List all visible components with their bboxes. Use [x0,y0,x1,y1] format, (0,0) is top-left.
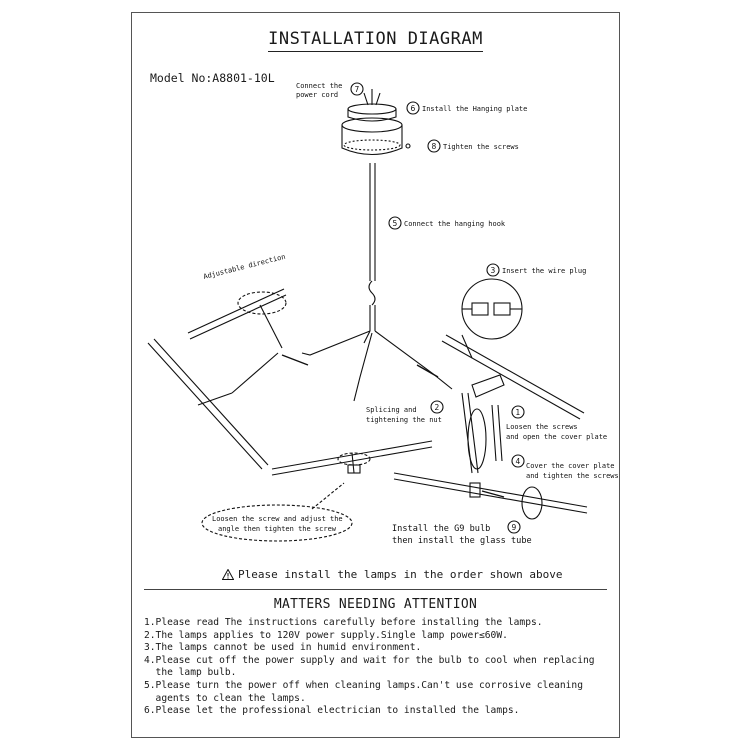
lamp-body [301,330,453,402]
note-line: the lamp bulb. [144,667,237,679]
note-line: 6.Please let the professional electricia… [144,705,520,717]
step-7-number: 7 [355,85,360,94]
hanging-rod [368,163,376,331]
note-line: 5.Please turn the power off when cleanin… [144,679,583,691]
note-line: 2.The lamps applies to 120V power supply… [144,629,508,641]
install-order-warning: Please install the lamps in the order sh… [222,568,563,581]
step-8-number: 8 [432,142,437,151]
instruction-sheet: INSTALLATION DIAGRAM Model No:A8801-10L [131,12,620,738]
step-7-label-line2: power cord [296,91,338,99]
arm-right [441,334,585,474]
step-1-label-line1: Loosen the screws [506,423,578,431]
step-2-label-line1: Splicing and [366,406,417,414]
step-9-label-line2: then install the glass tube [392,536,532,546]
step-4-number: 4 [516,457,521,466]
step-4-label-line1: Cover the cover plate [526,462,615,470]
step-5-label: Connect the hanging hook [404,220,506,228]
note-line: 3.The lamps cannot be used in humid envi… [144,642,422,654]
model-number: Model No:A8801-10L [150,71,275,85]
arm-upper-left [187,288,287,349]
step-7-label-line1: Connect the [296,82,342,90]
step-1-number: 1 [516,408,521,417]
step-8-label: Tighten the screws [443,143,519,151]
wire-plug-detail [461,278,523,359]
arm-bottom-right [393,472,588,520]
matters-title: MATTERS NEEDING ATTENTION [273,597,478,612]
step-6-label: Install the Hanging plate [422,105,527,113]
step-1-label-line2: and open the cover plate [506,433,607,441]
page-title: INSTALLATION DIAGRAM [132,29,619,52]
adjustable-direction-label: Adjustable direction [203,253,287,281]
step-9-number: 9 [512,523,517,532]
warning-text: Please install the lamps in the order sh… [238,568,563,581]
step-2-label-line2: tightening the nut [366,416,442,424]
step-2-number: 2 [435,403,440,412]
step-9-label-line1: Install the G9 bulb [392,524,490,534]
adjust-note-line1: Loosen the screw and adjust the [212,515,343,523]
note-line: agents to clean the lamps. [144,692,306,704]
step-5-number: 5 [393,219,398,228]
attention-notes: 1.Please read The instructions carefully… [144,617,614,718]
adjust-note-line2: angle then tighten the screw [218,525,337,533]
note-line: 1.Please read The instructions carefully… [144,617,543,628]
arm-bottom [271,440,433,476]
canopy [341,89,411,156]
step-3-number: 3 [491,266,496,275]
warning-icon [222,569,234,580]
section-divider [144,589,607,590]
arm-left [147,338,279,470]
note-line: 4.Please cut off the power supply and wa… [144,654,595,666]
direction-arrows [281,354,505,498]
adjust-note-bubble [201,504,353,542]
installation-diagram: 7 6 8 5 3 2 1 4 9 Connect the power cord… [147,82,619,546]
step-6-number: 6 [411,104,416,113]
step-4-label-line2: and tighten the screws [526,472,619,480]
step-3-label: Insert the wire plug [502,267,586,275]
